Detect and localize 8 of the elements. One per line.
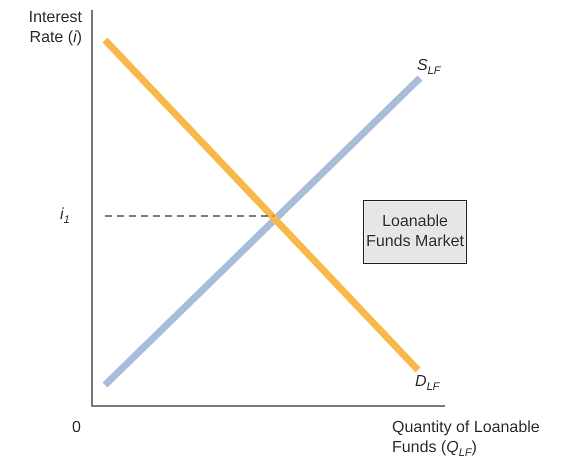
axis-title: Interest Rate (i): [28, 8, 82, 48]
curve-label: S$_{LF}$: [417, 56, 441, 80]
axis-title: Quantity of Loanable Funds (Q$_{LF}$): [392, 418, 541, 462]
box-label: Loanable Funds Market: [365, 212, 465, 252]
label-box: [363, 200, 467, 264]
origin-label: 0: [72, 418, 81, 438]
rate-label: i$_{1}$: [60, 205, 70, 228]
curve-label: D$_{LF}$: [415, 372, 440, 396]
